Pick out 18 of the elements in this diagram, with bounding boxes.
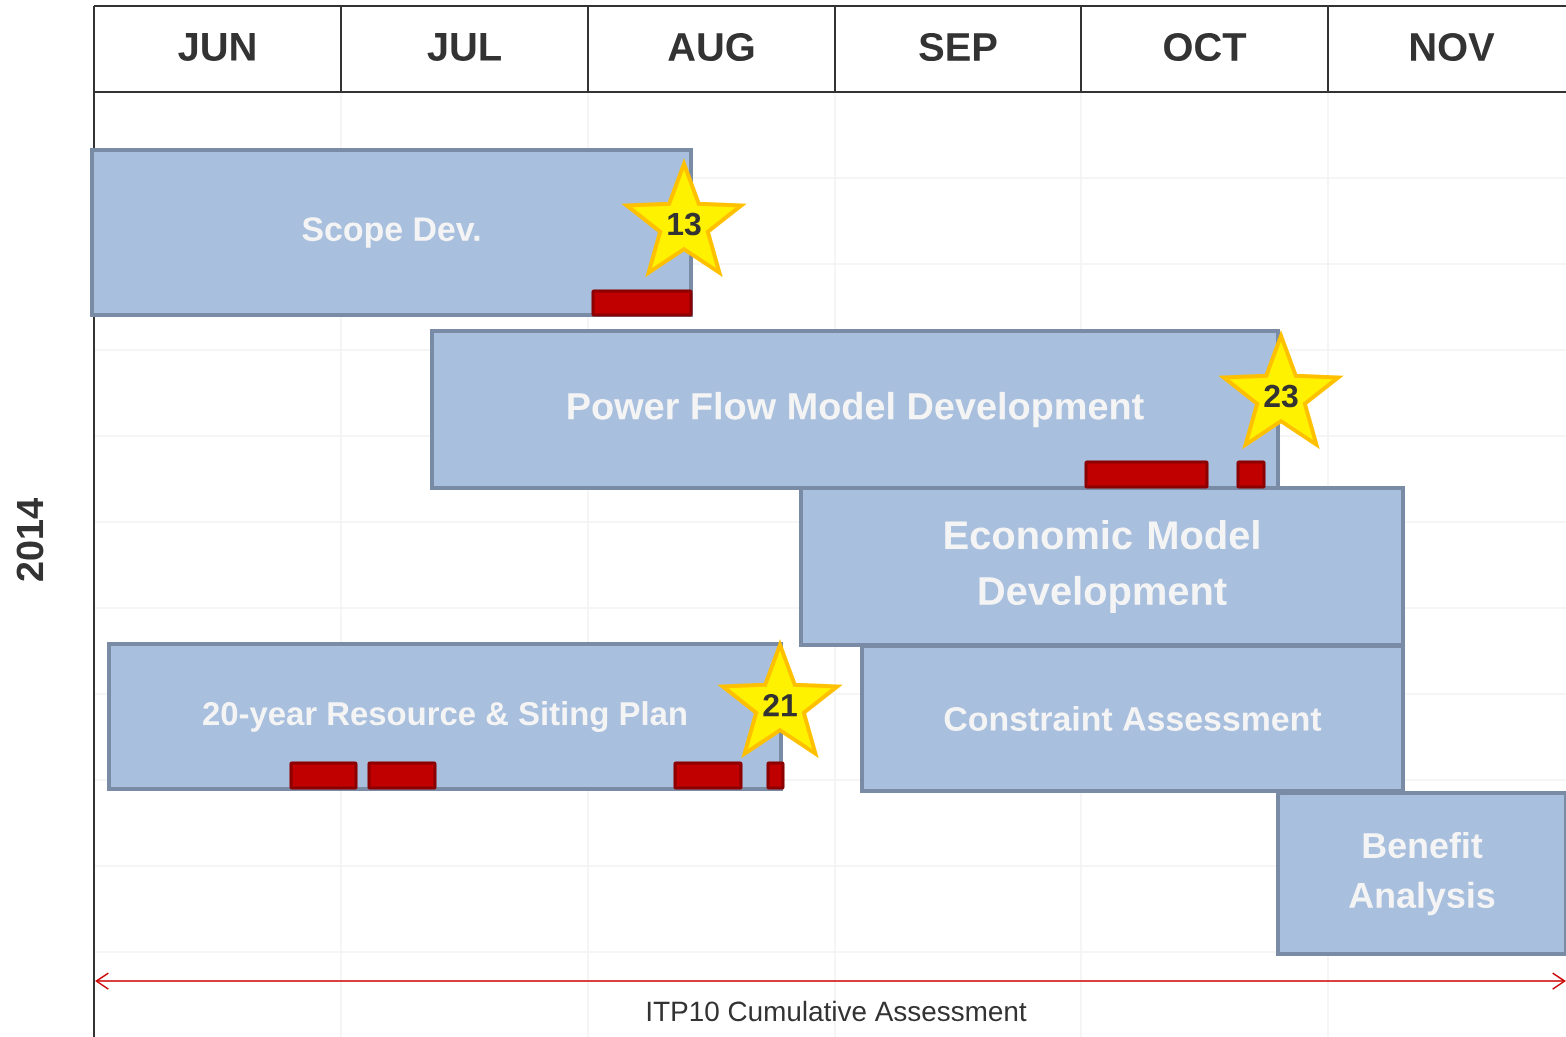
deadline-bar <box>673 761 743 790</box>
task-bar: Economic Model Development <box>799 486 1405 647</box>
span-label: ITP10 Cumulative Assessment <box>647 1000 1027 1022</box>
deadline-bar <box>1236 460 1266 489</box>
deadline-bar <box>289 761 358 790</box>
month-header: OCT <box>1164 32 1247 62</box>
deadline-bar <box>1084 460 1209 489</box>
task-bar: Benefit Analysis <box>1276 791 1566 956</box>
deadline-bar <box>766 761 785 790</box>
year-label: 2014 <box>16 498 44 581</box>
month-header: JUN <box>178 33 255 61</box>
month-header: SEP <box>919 32 997 62</box>
task-bar: Constraint Assessment <box>860 644 1405 793</box>
deadline-bar <box>367 761 437 790</box>
month-header: NOV <box>1411 32 1495 62</box>
month-header: AUG <box>668 32 754 62</box>
month-header: JUL <box>427 33 501 61</box>
deadline-bar <box>591 289 693 317</box>
